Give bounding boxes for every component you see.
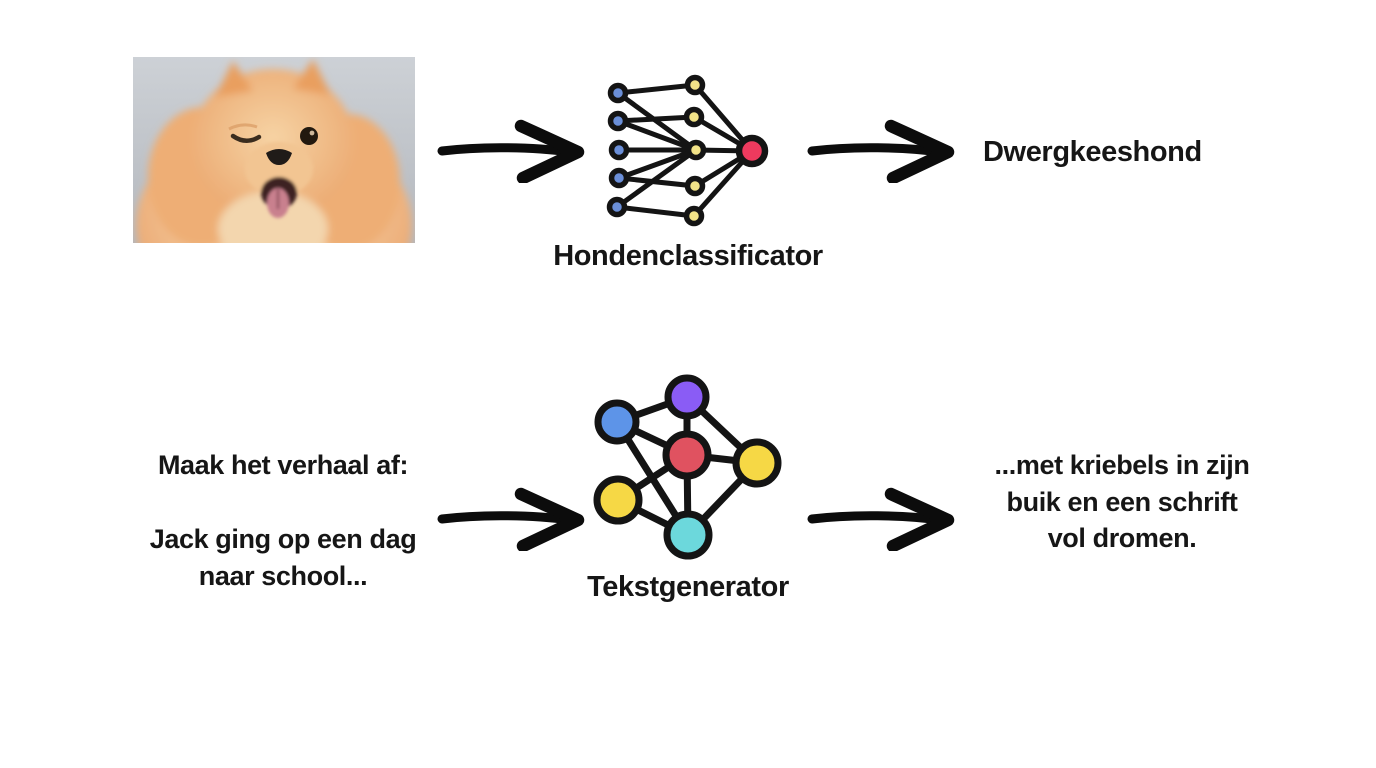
generator-model-label: Tekstgenerator — [587, 571, 789, 603]
arrow-right-icon — [437, 487, 585, 551]
prompt-line-2: naar school... — [198, 561, 368, 591]
prompt-line-1: Jack ging op een dag — [149, 524, 417, 554]
classifier-output-text: Dwergkeeshond — [983, 136, 1202, 168]
dog-photo — [133, 57, 415, 243]
prompt-story-start: Jack ging op een dag naar school... — [133, 521, 433, 595]
output-line-3: vol dromen. — [1047, 523, 1197, 553]
output-line-1: ...met kriebels in zijn — [994, 450, 1250, 480]
output-line-2: buik en een schrift — [1006, 486, 1238, 517]
generator-prompt-text: Maak het verhaal af: Jack ging op een da… — [133, 447, 433, 595]
generator-output-text: ...met kriebels in zijn buik en een schr… — [962, 447, 1282, 557]
classifier-network-icon — [606, 74, 769, 227]
dog-photo-illustration — [133, 57, 415, 243]
classifier-model-label: Hondenclassificator — [553, 240, 823, 272]
arrow-right-icon — [437, 119, 585, 183]
arrow-right-icon — [807, 487, 955, 551]
generator-network-icon — [593, 374, 782, 560]
prompt-title: Maak het verhaal af: — [157, 450, 409, 480]
arrow-right-icon — [807, 119, 955, 183]
